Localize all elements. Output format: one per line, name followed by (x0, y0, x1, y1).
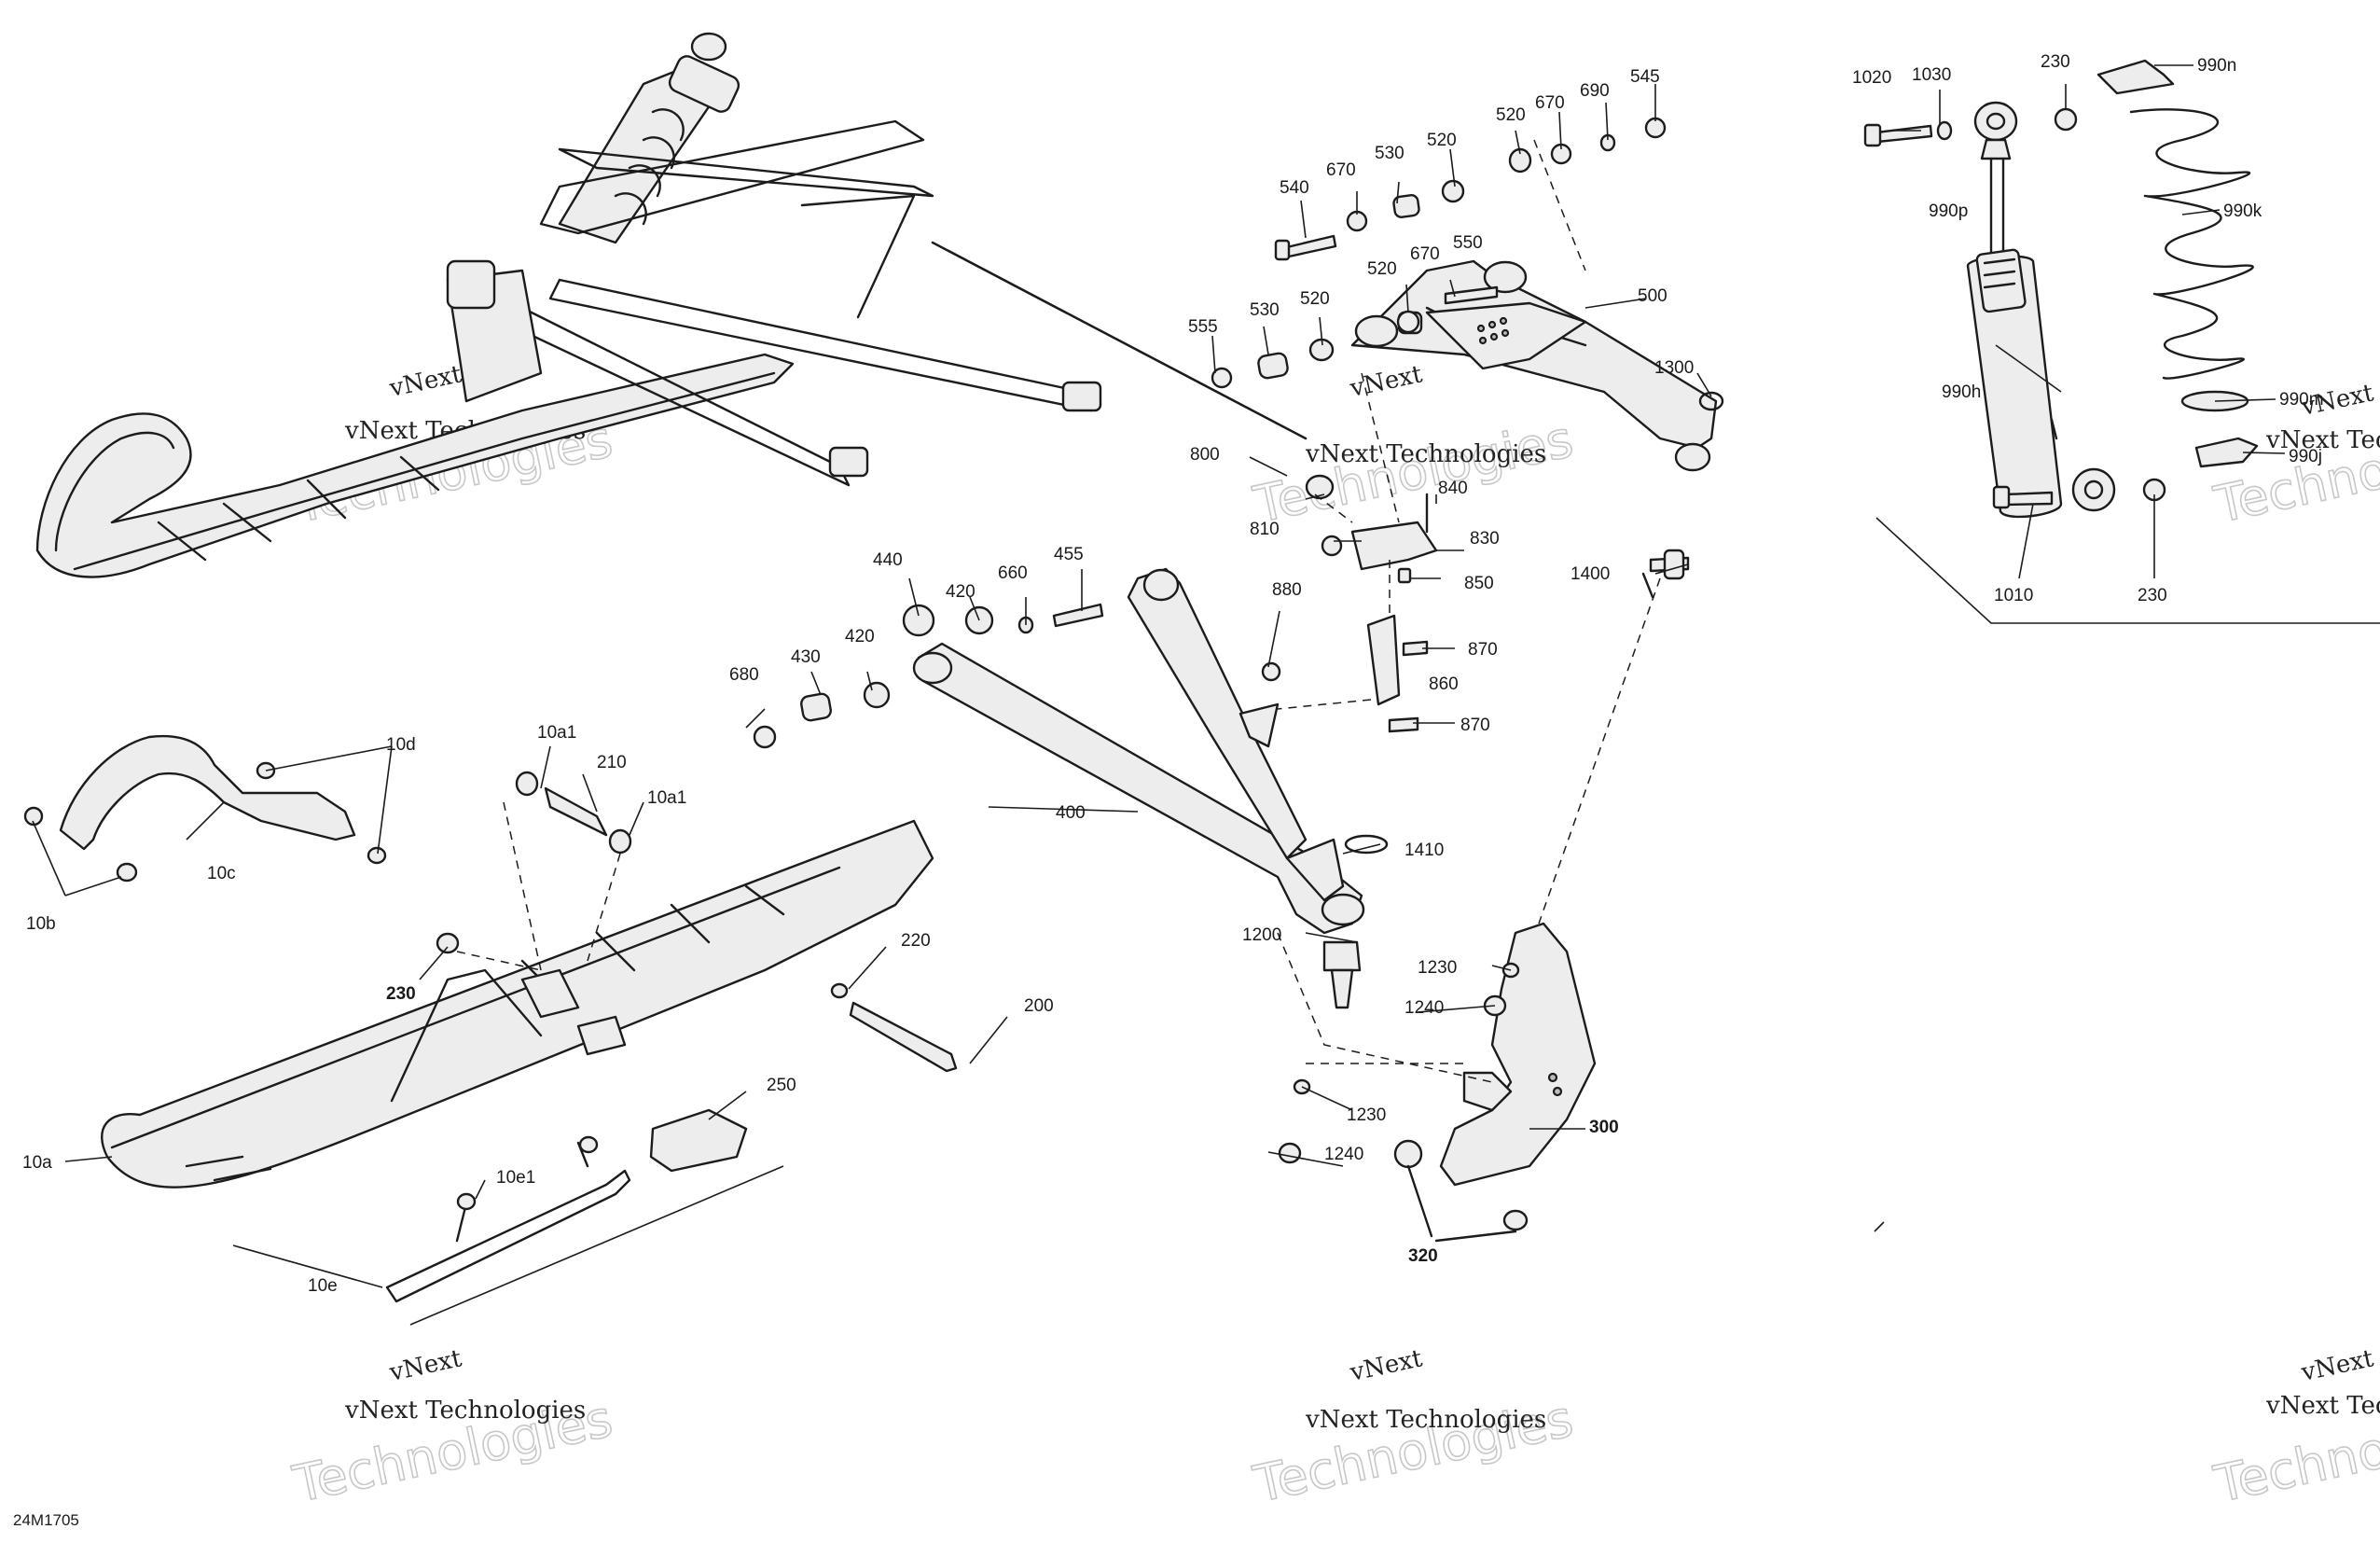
watermark-line: vNext Technologies (1305, 440, 1546, 468)
callout-label: 320 (1408, 1246, 1438, 1266)
diagram-code: 24M1705 (13, 1511, 79, 1529)
callout-label: 1240 (1404, 998, 1444, 1018)
callout-labels: 1020 1030 230 990n 990k 990p 990h 990m 9… (13, 52, 2324, 1529)
callout-label: 870 (1468, 640, 1498, 660)
callout-label: 10e (308, 1276, 338, 1296)
upper-a-arm-exploded (931, 117, 1724, 599)
callout-label: 1230 (1418, 958, 1457, 978)
callout-label: 860 (1429, 674, 1459, 694)
callout-label: 10c (207, 864, 236, 883)
callout-label: 670 (1535, 93, 1565, 113)
watermark-group-5: Technologies vNext vNext Technologies (1248, 1344, 1579, 1515)
watermark-big: Technologies (1249, 410, 1578, 535)
assembled-ski-suspension (35, 32, 1308, 578)
shock-absorber-exploded (1863, 59, 2380, 624)
callout-label: 420 (946, 582, 976, 602)
callout-label: 520 (1496, 105, 1526, 125)
callout-label: 1030 (1912, 65, 1951, 85)
callout-label: 990p (1929, 202, 1968, 221)
callout-label: 660 (998, 563, 1028, 583)
callout-label: 1240 (1324, 1145, 1363, 1164)
watermark-line: vNext Technologies (344, 1397, 586, 1425)
watermark-top: vNext (1347, 1344, 1425, 1387)
callout-label: 990m (2279, 390, 2324, 410)
watermark-group-4: Technologies vNext vNext Technologies (287, 1344, 618, 1515)
callout-label: 530 (1375, 144, 1404, 163)
callout-label: 530 (1250, 300, 1280, 320)
watermark-line: vNext Technologies (2265, 426, 2380, 454)
callout-label: 1010 (1994, 586, 2033, 605)
watermark-top: vNext (386, 1344, 464, 1387)
callout-label: 990j (2289, 447, 2322, 466)
watermark-top: vNext (386, 360, 464, 403)
watermark-group-6: Technologies vNext vNext Technologies (2208, 1344, 2380, 1515)
callout-label: 430 (791, 647, 821, 667)
watermark-line: vNext Technologies (1305, 1406, 1546, 1434)
callout-label: 200 (1024, 996, 1054, 1016)
callout-label: 555 (1188, 317, 1218, 337)
callout-label: 1230 (1347, 1105, 1386, 1125)
callout-label: 250 (767, 1076, 796, 1095)
callout-label: 680 (729, 665, 759, 685)
callout-label: 850 (1464, 574, 1494, 593)
callout-label: 500 (1638, 286, 1667, 306)
callout-label: 520 (1427, 131, 1457, 150)
callout-label: 670 (1410, 244, 1440, 264)
callout-label: 220 (901, 931, 931, 951)
callout-label: 230 (2041, 52, 2070, 72)
callout-label: 540 (1280, 178, 1309, 198)
callout-label: 520 (1367, 259, 1397, 279)
callout-label: 230 (386, 984, 416, 1004)
lower-a-arm-exploded (753, 493, 1438, 1009)
callout-label: 1410 (1404, 841, 1444, 860)
callout-label: 10a1 (537, 723, 576, 743)
callout-label: 550 (1453, 233, 1483, 253)
callout-label: 520 (1300, 289, 1330, 309)
callout-label: 990k (2223, 202, 2262, 221)
leader-lines (32, 64, 2286, 1326)
callout-label: 400 (1056, 803, 1086, 823)
watermark-line: vNext Technologies (2265, 1392, 2380, 1420)
callout-label: 800 (1190, 445, 1220, 465)
callout-label: 10a (22, 1153, 52, 1173)
callout-label: 1200 (1242, 925, 1281, 945)
watermark-group-2: Technologies vNext vNext Technologies (1248, 360, 1579, 535)
callout-label: 880 (1272, 580, 1302, 600)
callout-label: 210 (597, 753, 627, 772)
callout-label: 1300 (1654, 358, 1694, 378)
callout-label: 670 (1326, 160, 1356, 180)
callout-label: 840 (1438, 479, 1468, 498)
callout-label: 230 (2138, 586, 2167, 605)
callout-label: 990h (1942, 382, 1981, 402)
callout-label: 455 (1054, 545, 1084, 564)
callout-label: 10a1 (647, 788, 686, 808)
callout-label: 440 (873, 550, 903, 570)
callout-label: 545 (1630, 67, 1660, 87)
watermark-top: vNext (1347, 360, 1425, 403)
callout-label: 10b (26, 914, 56, 934)
ski-exploded (23, 734, 958, 1303)
callout-label: 690 (1580, 81, 1610, 101)
callout-label: 420 (845, 627, 875, 646)
callout-label: 10d (386, 735, 416, 755)
watermark-top: vNext (2298, 1344, 2376, 1387)
callout-label: 810 (1250, 520, 1280, 539)
callout-label: 1020 (1852, 68, 1891, 88)
callout-label: 870 (1460, 716, 1490, 735)
callout-label: 990n (2197, 56, 2236, 76)
callout-label: 1400 (1571, 564, 1610, 584)
callout-label: 300 (1589, 1118, 1619, 1137)
callout-label: 830 (1470, 529, 1500, 549)
callout-label: 10e1 (496, 1168, 535, 1188)
